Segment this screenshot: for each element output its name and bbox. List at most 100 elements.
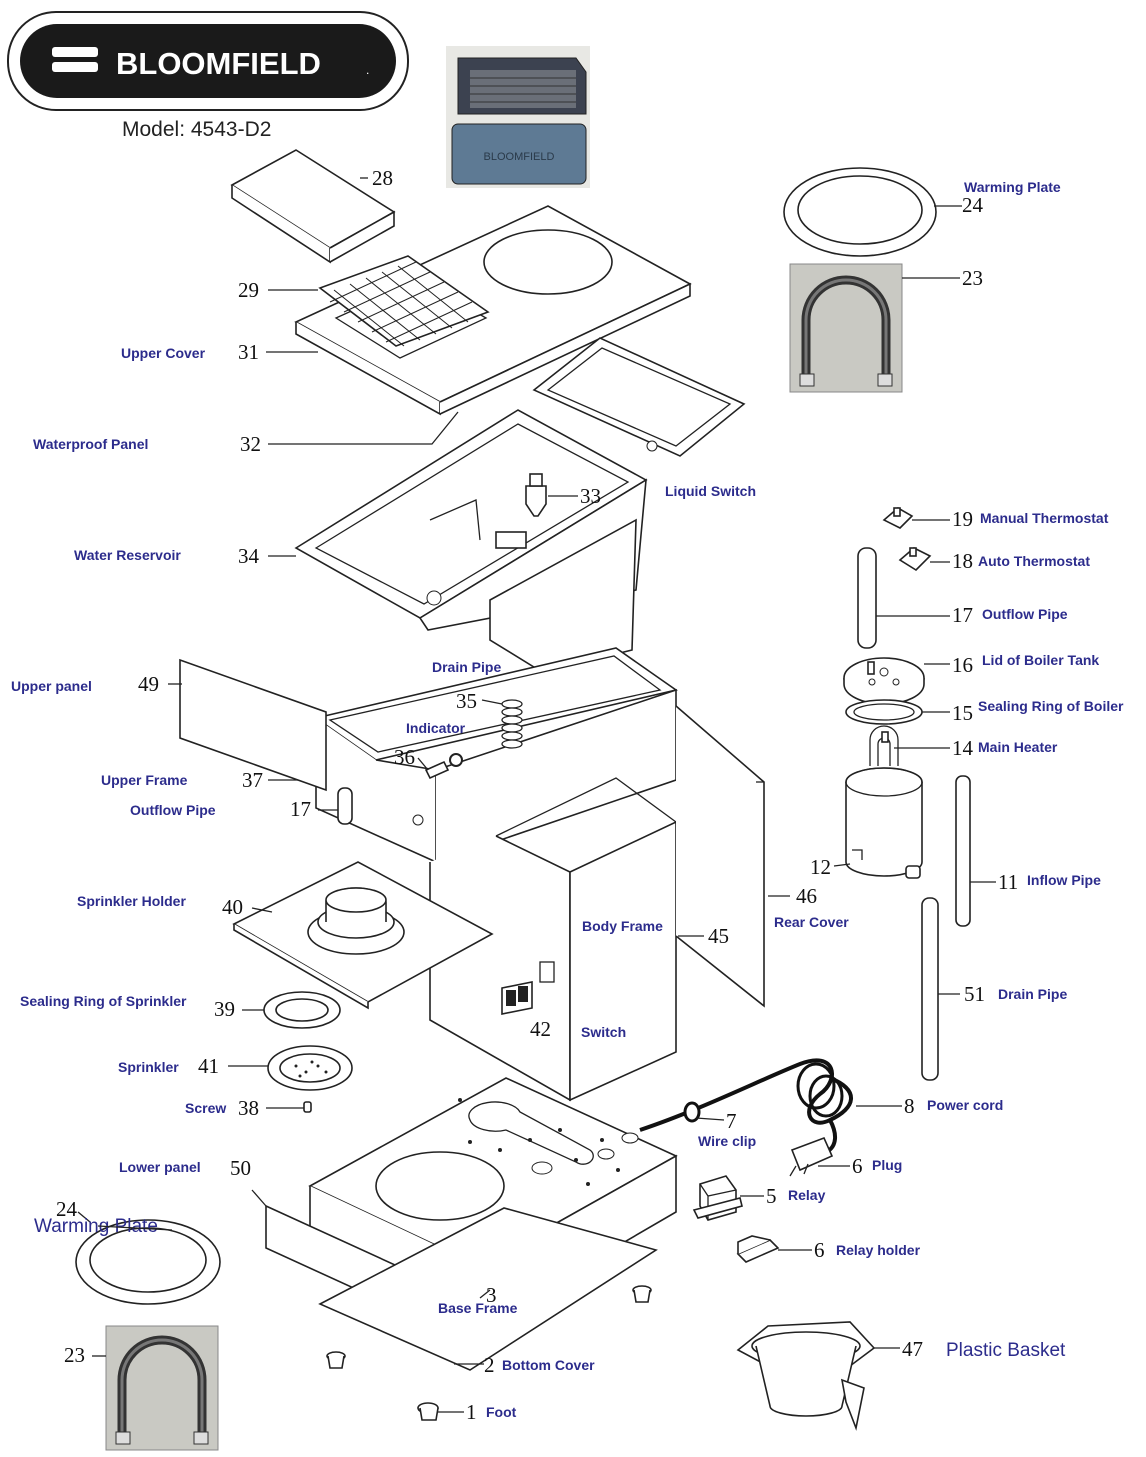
part-17-outflow-pipe-left [337, 787, 353, 825]
part-16-boiler-lid [843, 657, 925, 705]
part-46-num: 46 [796, 884, 817, 908]
part-42-num: 42 [530, 1017, 551, 1041]
label-auto-thermostat: Auto Thermostat [978, 553, 1090, 569]
part-36-num: 36 [394, 745, 415, 769]
part-42-switch [501, 981, 533, 1015]
part-34-num: 34 [238, 544, 260, 568]
strike-line [97, 1225, 173, 1231]
part-16-num: 16 [952, 653, 973, 677]
part-51-drain-pipe [921, 897, 939, 1081]
label-outflow-pipe-left: Outflow Pipe [130, 802, 216, 818]
registered-mark: . [366, 63, 369, 77]
label-manual-thermostat: Manual Thermostat [980, 510, 1109, 526]
label-sealing-ring-sprinkler: Sealing Ring of Sprinkler [20, 993, 187, 1009]
part-32-waterproof-panel [532, 337, 746, 457]
label-sprinkler: Sprinkler [118, 1059, 179, 1075]
part-47-num: 47 [902, 1337, 923, 1361]
model-text: Model: 4543-D2 [122, 118, 271, 141]
label-body-frame: Body Frame [582, 918, 663, 934]
label-lid-boiler-tank: Lid of Boiler Tank [982, 652, 1099, 668]
label-liquid-switch: Liquid Switch [665, 483, 756, 499]
part-6a-num: 6 [852, 1154, 863, 1178]
part-50-num: 50 [230, 1156, 251, 1180]
part-6-relay-holder [736, 1235, 780, 1263]
part-41-sprinkler [267, 1045, 353, 1091]
part-3-num: 3 [486, 1283, 497, 1307]
part-35-num: 35 [456, 689, 477, 713]
part-6b-num: 6 [814, 1238, 825, 1262]
part-15-num: 15 [952, 701, 973, 725]
foot-c [417, 1402, 439, 1421]
part-51-num: 51 [964, 982, 985, 1006]
part-29-num: 29 [238, 278, 259, 302]
logo-mark-icon [52, 47, 98, 72]
part-24-warming-plate-right [783, 167, 937, 257]
part-33-liquid-switch [525, 473, 547, 517]
part-11-inflow-pipe [955, 775, 971, 927]
part-23a-num: 23 [962, 266, 983, 290]
part-14-main-heater [869, 725, 899, 766]
part-2-bottom-cover [318, 1207, 658, 1371]
part-19-num: 19 [952, 507, 973, 531]
label-main-heater: Main Heater [978, 739, 1058, 755]
label-outflow-pipe-right: Outflow Pipe [982, 606, 1068, 622]
label-warming-plate-left: Warming Plate [34, 1216, 158, 1237]
label-switch: Switch [581, 1024, 626, 1040]
part-24a-num: 24 [962, 193, 984, 217]
filter-photo-text: BLOOMFIELD [484, 151, 555, 163]
part-18-num: 18 [952, 549, 973, 573]
part-14-num: 14 [952, 736, 974, 760]
part-39-num: 39 [214, 997, 235, 1021]
label-sealing-ring-boiler: Sealing Ring of Boiler [978, 698, 1124, 714]
part-47-plastic-basket [736, 1321, 876, 1431]
label-plastic-basket: Plastic Basket [946, 1340, 1066, 1361]
part-6-plug [789, 1136, 834, 1177]
part-40-num: 40 [222, 895, 243, 919]
label-bottom-cover: Bottom Cover [502, 1357, 595, 1373]
part-38-num: 38 [238, 1096, 259, 1120]
part-12-num: 12 [810, 855, 831, 879]
part-35-drain-pipe [501, 699, 523, 749]
label-foot: Foot [486, 1404, 517, 1420]
part-8-num: 8 [904, 1094, 915, 1118]
label-drain-pipe-35: Drain Pipe [432, 659, 501, 675]
part-2-num: 2 [484, 1353, 495, 1377]
label-upper-cover: Upper Cover [121, 345, 206, 361]
label-indicator: Indicator [406, 720, 466, 736]
part-46-rear-cover [675, 705, 765, 1008]
part-31-num: 31 [238, 340, 259, 364]
part-5-relay [692, 1175, 743, 1221]
label-upper-frame: Upper Frame [101, 772, 188, 788]
part-32-num: 32 [240, 432, 261, 456]
part-18-auto-thermostat [898, 547, 932, 572]
part-11-num: 11 [998, 870, 1018, 894]
label-relay-holder: Relay holder [836, 1242, 921, 1258]
label-inflow-pipe: Inflow Pipe [1027, 872, 1101, 888]
label-water-reservoir: Water Reservoir [74, 547, 181, 563]
part-1-num: 1 [466, 1400, 477, 1424]
label-upper-panel: Upper panel [11, 678, 92, 694]
part-28-lid [230, 149, 396, 264]
part-28-num: 28 [372, 166, 393, 190]
part-37-num: 37 [242, 768, 263, 792]
label-warming-plate-right: Warming Plate [964, 179, 1061, 195]
part-34-water-reservoir [294, 409, 648, 673]
part-17-outflow-pipe-right [857, 547, 877, 649]
part-5-num: 5 [766, 1184, 777, 1208]
label-lower-panel: Lower panel [119, 1159, 201, 1175]
part-23-heater-photo-left [105, 1325, 219, 1451]
part-17a-num: 17 [290, 797, 311, 821]
part-19-manual-thermostat [882, 507, 914, 529]
label-relay: Relay [788, 1187, 826, 1203]
brand-name: BLOOMFIELD [116, 46, 321, 81]
part-29-filter [318, 255, 490, 347]
part-15-boiler-sealing-ring [845, 699, 923, 725]
part-41-num: 41 [198, 1054, 219, 1078]
part-17b-num: 17 [952, 603, 973, 627]
part-38-screw [303, 1101, 312, 1113]
filter-photo: BLOOMFIELD [446, 46, 590, 188]
foot-a [326, 1351, 346, 1369]
part-24-warming-plate-left [75, 1219, 221, 1305]
part-24b-num: 24 [56, 1197, 78, 1221]
part-36-indicator [424, 753, 463, 780]
